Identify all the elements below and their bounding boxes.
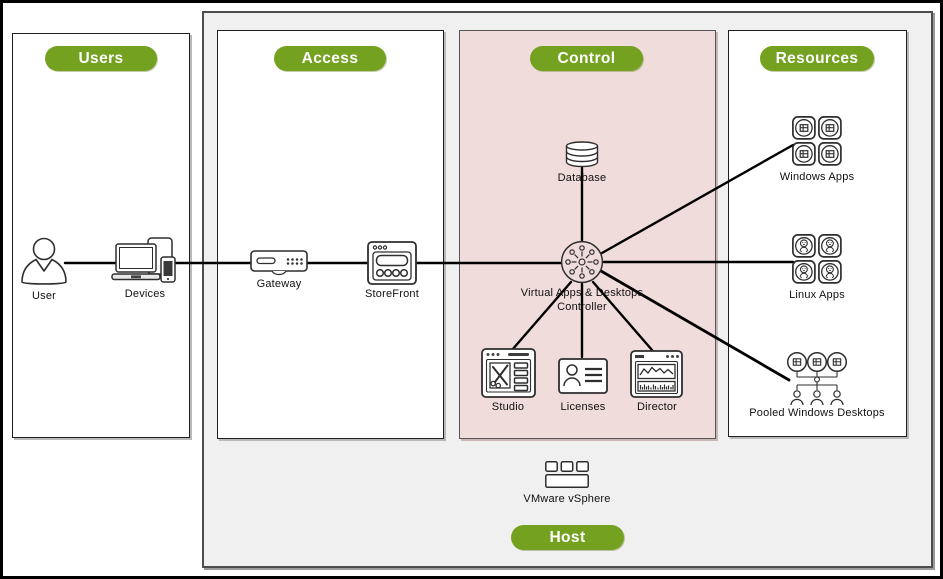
user-label: User [31, 290, 57, 302]
controller-label-line2: Controller [557, 301, 607, 313]
storefront-label: StoreFront [365, 288, 419, 300]
users-panel [12, 33, 190, 438]
control-pill-label: Control [557, 49, 616, 67]
control-pill: Control [530, 46, 643, 71]
user-icon [21, 237, 67, 285]
linux-apps-icon [792, 234, 842, 284]
linux-apps-label: Linux Apps [789, 289, 845, 301]
windows-apps-icon [792, 116, 842, 166]
licenses-icon [558, 358, 608, 394]
devices-label: Devices [124, 288, 166, 300]
vmware-vsphere-label: VMware vSphere [523, 493, 611, 505]
database-icon [565, 141, 599, 168]
storefront-icon [367, 241, 417, 285]
studio-label: Studio [491, 401, 525, 413]
gateway-icon [250, 250, 308, 276]
pooled-windows-desktops-icon [786, 351, 848, 406]
resources-pill-label: Resources [775, 49, 859, 67]
gateway-label: Gateway [256, 278, 302, 290]
pooled-windows-desktops-label: Pooled Windows Desktops [749, 407, 885, 419]
director-icon [630, 350, 683, 398]
director-label: Director [636, 401, 678, 413]
users-pill: Users [45, 46, 157, 71]
access-panel [217, 30, 444, 439]
access-pill-label: Access [301, 49, 359, 67]
controller-label-line1: Virtual Apps & Desktops [520, 287, 644, 299]
vmware-vsphere-icon [545, 461, 589, 489]
licenses-label: Licenses [560, 401, 606, 413]
database-label: Database [557, 172, 607, 184]
host-pill-label: Host [549, 528, 586, 546]
controller-hub-icon [560, 240, 604, 284]
devices-icon [111, 237, 176, 283]
host-pill: Host [511, 525, 624, 550]
windows-apps-label: Windows Apps [779, 171, 855, 183]
users-pill-label: Users [78, 49, 124, 67]
studio-icon [481, 348, 536, 398]
resources-pill: Resources [760, 46, 874, 71]
access-pill: Access [274, 46, 386, 71]
